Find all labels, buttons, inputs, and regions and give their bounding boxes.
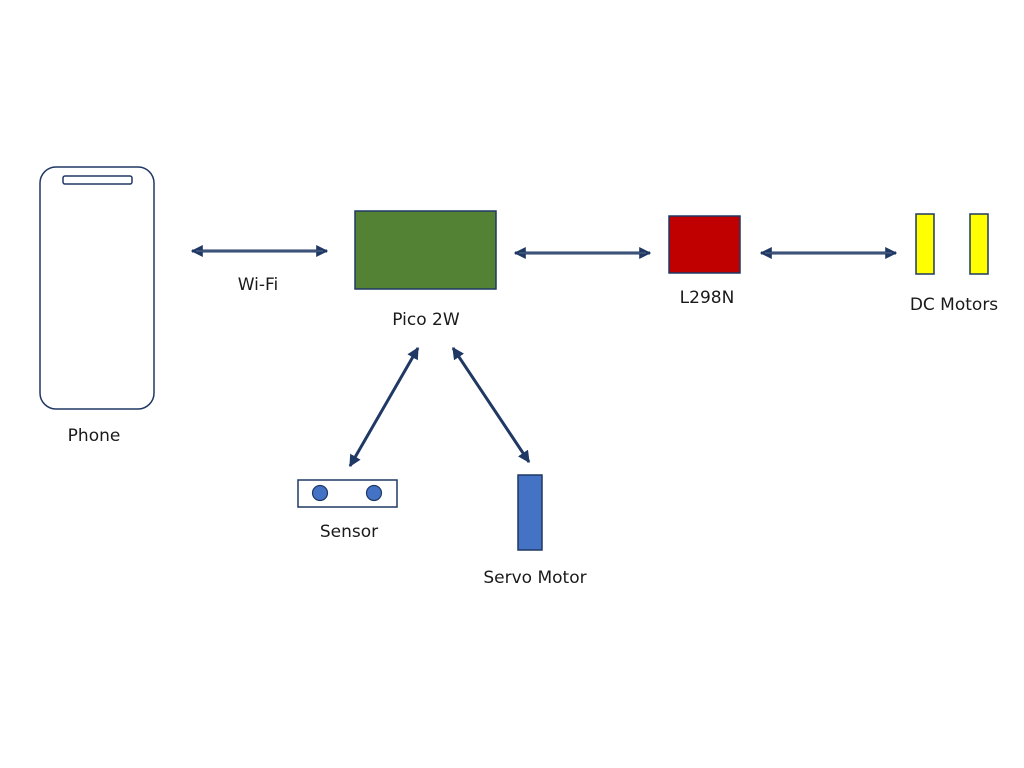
arrow-pico-sensor	[348, 346, 420, 468]
pico-board	[354, 210, 497, 290]
phone-icon	[39, 166, 155, 410]
l298n-label: L298N	[679, 288, 735, 308]
sensor-label: Sensor	[319, 522, 379, 542]
servo-label: Servo Motor	[483, 568, 587, 588]
sensor-module	[297, 479, 398, 508]
pico-label: Pico 2W	[392, 310, 460, 330]
servo-motor	[517, 474, 543, 551]
wifi-label: Wi-Fi	[237, 275, 279, 295]
phone-label: Phone	[67, 426, 121, 446]
dc-motor-left	[915, 213, 935, 275]
l298n-driver	[668, 215, 741, 274]
dc-motor-right	[969, 213, 989, 275]
arrow-pico-servo	[451, 347, 531, 463]
dc-motors-label: DC Motors	[909, 295, 999, 315]
